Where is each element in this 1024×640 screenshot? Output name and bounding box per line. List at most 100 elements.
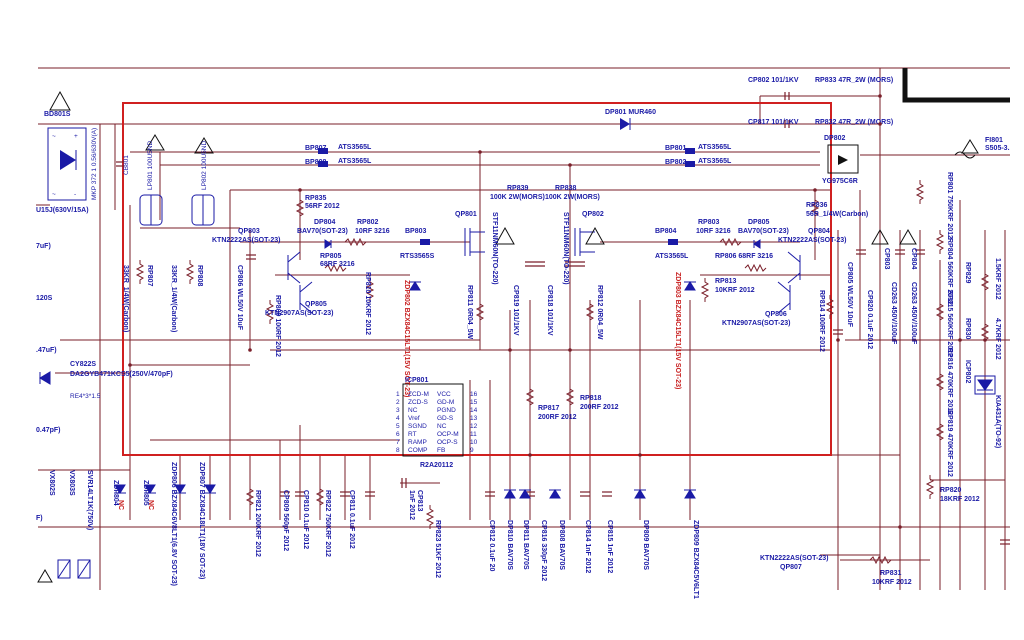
label-rp817-val: 200RF 2012	[538, 414, 577, 421]
warning-icon	[585, 226, 605, 245]
label-bottom-part: ZDP809 BZX84C5V6LT1	[692, 520, 699, 599]
label-rp831-val: 10KRF 2012	[872, 579, 912, 586]
label-zdp802: ZDP802 BZX84C15LT1(15V SOT-23)	[403, 280, 410, 397]
label-bottom-part: CP814 1nF 2012	[584, 520, 591, 573]
label-rp805-val: 68RF 3216	[320, 261, 355, 268]
label-bp804-part: ATS3565L	[655, 253, 689, 260]
label-icp802: ICP802	[964, 360, 971, 383]
label-cp806: CP806 WL50V 10uF	[236, 265, 243, 331]
mosfet-qp801	[464, 228, 485, 256]
label-qp807-part: KTN2222AS(SOT-23)	[760, 555, 828, 562]
pin-number: 8	[396, 447, 400, 454]
label-rp815: RP815 560KRF 2012	[946, 290, 953, 357]
label-rp808-val: 33KR_1/4W(Carbon)	[170, 265, 177, 332]
label-bp807: BP807	[305, 145, 327, 152]
pin-label: VCC	[437, 391, 451, 398]
label-qp805-part: KTN2907AS(SOT-23)	[265, 310, 333, 317]
label-dp804-part: BAV70(SOT-23)	[297, 228, 348, 235]
warning-icon	[145, 134, 165, 151]
label-bp802: BP802	[665, 159, 687, 166]
label-cp820: CP820 0.1uF 2012	[866, 290, 873, 349]
label-rp811: RP811 0R04_5W	[466, 285, 473, 339]
highlight-box	[122, 102, 832, 456]
label-cp818: CP818 101/1KV	[546, 285, 553, 336]
bottom-part-labels: CP812 0.1uF 20 DP810 BAV70S DP811 BAV70S…	[488, 520, 699, 599]
label-bp804: BP804	[655, 228, 677, 235]
label-rp833: RP833 47R_2W (MORS)	[815, 77, 893, 84]
label-lp801: LP801 100U5ND	[147, 141, 154, 190]
warning-icon	[961, 139, 979, 154]
pin-label: NC	[408, 407, 418, 414]
pin-number: 14	[470, 407, 478, 414]
warning-icon	[194, 137, 214, 154]
pin-number: 2	[396, 399, 400, 406]
label-rp807-val: 33KR_1/4W(Carbon)	[122, 265, 129, 332]
pin-number: 11	[470, 431, 477, 438]
label-bottom-part: CP816 330pF 2012	[540, 520, 547, 581]
label-dp805-part: BAV70(SOT-23)	[738, 228, 789, 235]
label-zdp804: ZDP804	[112, 480, 119, 506]
label-rp801: RP801 750KRF 2012	[946, 172, 953, 239]
svg-text:~: ~	[52, 133, 56, 140]
label-cp805: CP805 WL50V 10uF	[846, 262, 853, 328]
label-rp820-val: 18KRF 2012	[940, 496, 980, 503]
label-rp813-val: 10KRF 2012	[715, 287, 755, 294]
mosfet-qp802	[574, 228, 595, 256]
label-rp812: RP812 0R04_5W	[596, 285, 603, 340]
label-icp801-part: R2A20112	[420, 462, 453, 469]
label-qp803: QP803	[238, 228, 260, 235]
transistor-qp806	[777, 281, 791, 314]
pin-number: 1	[396, 391, 400, 398]
label-bp808: BP808	[305, 159, 327, 166]
label-rp838: RP838	[555, 185, 577, 192]
label-bottom-part: DP810 BAV70S	[506, 520, 513, 570]
diode-dp802	[827, 144, 859, 174]
pin-label: RT	[408, 431, 417, 438]
label-rp839: RP839	[507, 185, 529, 192]
label-rp807: RP807	[146, 265, 153, 287]
pin-label: PGND	[437, 407, 456, 414]
warning-icon	[495, 226, 515, 245]
label-zdp805: ZDP805	[142, 480, 149, 506]
label-stf-left: STF11NM60N(TO-220)	[491, 212, 498, 285]
label-dp802-part: YG975C6R	[822, 178, 858, 185]
label-rp818: RP818	[580, 395, 602, 402]
label-rp804: RP804 560KRF 2012	[946, 238, 953, 305]
label-cp804: CP804	[910, 248, 917, 270]
pin-label: RAMP	[408, 439, 427, 446]
label-zdp807: ZDP807 BZX84C18LT1(18V SOT-23)	[198, 462, 205, 579]
svg-text:+: +	[74, 133, 78, 140]
pin-label: COMP	[408, 447, 428, 454]
label-dp804: DP804	[314, 219, 336, 226]
label-rp821: RP821 200KRF 2012	[254, 490, 261, 557]
capacitors	[116, 92, 1010, 545]
warning-icon	[871, 228, 889, 245]
label-rp809: RP809 100RF 2012	[274, 295, 281, 357]
label-rp832: RP832 47R_2W (MORS)	[815, 119, 893, 126]
label-rp830: RP830	[964, 318, 971, 340]
pin-label: SGND	[408, 423, 427, 430]
pin-label: GD-S	[437, 415, 454, 422]
label-dp805: DP805	[748, 219, 770, 226]
svg-text:~: ~	[52, 191, 56, 198]
label-rp822: RP822 750KRF 2012	[324, 490, 331, 557]
pin-label: ZCD-S	[408, 399, 429, 406]
label-cp810: CP810 0.1uF 2012	[302, 490, 309, 549]
label-left-edge: 7uF)	[36, 243, 51, 250]
label-qp804-part: KTN2222AS(SOT-23)	[778, 237, 846, 244]
label-rp803-val: 10RF 3216	[696, 228, 731, 235]
label-qp806: QP806	[765, 311, 787, 318]
line-filter-lp802	[191, 194, 215, 226]
pin-number: 16	[470, 391, 478, 398]
label-vx-part: SVR14LT1K(750V)	[86, 470, 93, 530]
label-fi801: FI801	[985, 137, 1003, 144]
label-vx803: VX803S	[68, 470, 75, 496]
label-mkp: MKP 372 1 0.56/630V(A)	[91, 128, 98, 200]
label-rp802: RP802	[357, 219, 379, 226]
label-bottom-part: CP815 1nF 2012	[606, 520, 613, 573]
fuse-fi801	[954, 151, 976, 159]
label-rp835: RP835	[305, 195, 327, 202]
label-rp813: RP813	[715, 278, 737, 285]
label-cp809: CP809 560pF 2012	[282, 490, 289, 551]
label-qp805: QP805	[305, 301, 327, 308]
